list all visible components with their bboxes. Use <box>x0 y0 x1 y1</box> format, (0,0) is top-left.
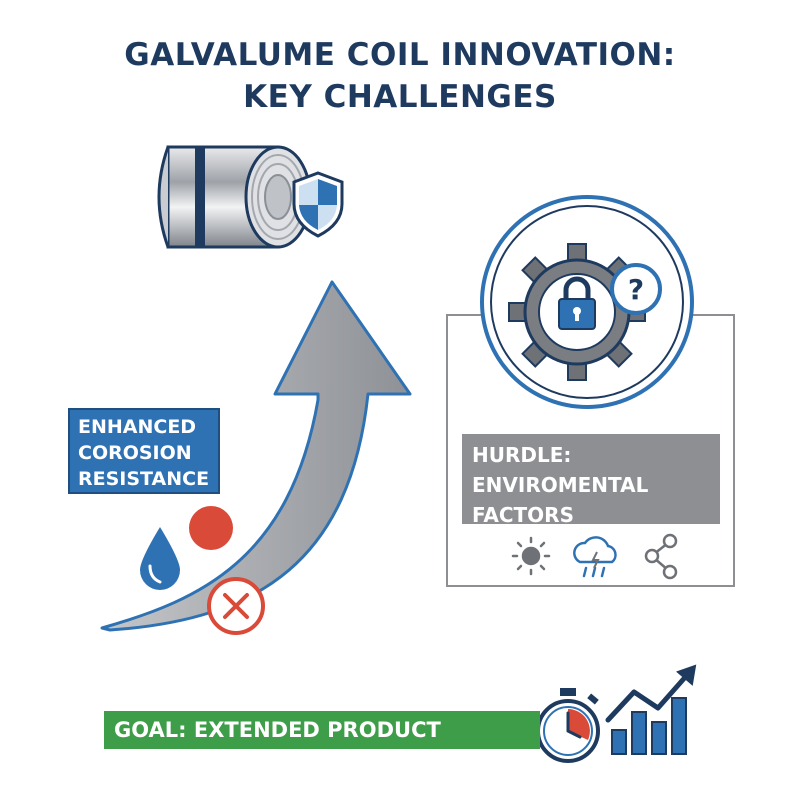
cloud-rain-icon <box>573 536 617 578</box>
svg-text:?: ? <box>628 273 644 306</box>
red-dot-icon <box>189 506 233 550</box>
water-drop-icon <box>140 527 180 590</box>
share-icon <box>644 533 678 580</box>
cross-circle-icon <box>207 577 265 635</box>
gear-lock-question-icon: ? <box>480 195 694 409</box>
hurdle-line-3: FACTORS <box>472 503 574 527</box>
title-line-2: KEY CHALLENGES <box>243 79 557 115</box>
enhanced-corrosion-label: ENHANCED COROSION RESISTANCE <box>68 408 220 494</box>
hurdle-line-1: HURDLE: <box>472 443 572 467</box>
coil-icon <box>157 145 312 249</box>
enhanced-line-3: RESISTANCE <box>78 468 210 490</box>
shield-icon <box>292 171 344 238</box>
growth-chart-icon <box>605 664 697 755</box>
page-title: GALVALUME COIL INNOVATION: KEY CHALLENGE… <box>0 34 800 118</box>
stopwatch-icon <box>536 688 600 763</box>
goal-banner: GOAL: EXTENDED PRODUCT LIFLSAN <box>104 711 540 780</box>
hurdle-line-2: ENVIROMENTAL <box>472 473 649 497</box>
sun-icon <box>511 536 551 576</box>
enhanced-line-1: ENHANCED <box>78 416 197 438</box>
enhanced-line-2: COROSION <box>78 442 192 464</box>
hurdle-label: HURDLE: ENVIROMENTAL FACTORS <box>462 434 720 527</box>
title-line-1: GALVALUME COIL INNOVATION: <box>124 37 676 73</box>
